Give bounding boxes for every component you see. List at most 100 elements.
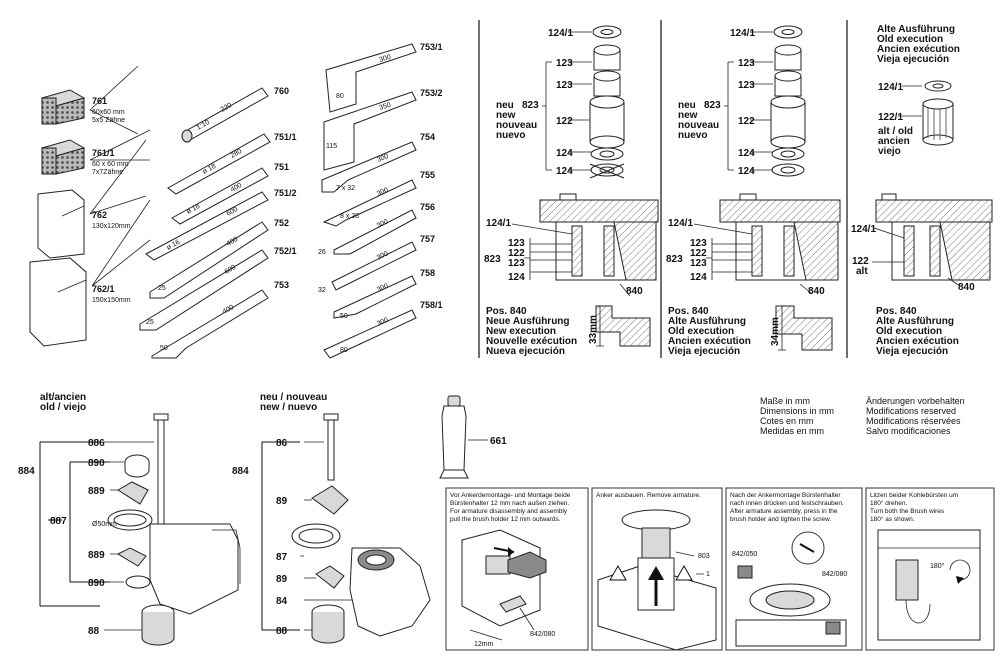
ref-762: 762 <box>92 210 107 220</box>
svg-text:new: new <box>496 110 516 121</box>
bushing-tool-761-1 <box>40 139 86 175</box>
svg-text:Änderungen vorbehalten: Änderungen vorbehalten <box>866 396 965 406</box>
instruction-panel-1: Vor Ankerdemontage- und Montage beide Bü… <box>445 487 589 651</box>
svg-text:1: 1 <box>706 571 710 578</box>
svg-text:89: 89 <box>276 574 288 585</box>
svg-text:124: 124 <box>690 272 707 283</box>
svg-text:803: 803 <box>698 553 710 560</box>
tool-755: 300 8 x 28 <box>322 179 417 227</box>
svg-text:124: 124 <box>556 166 573 177</box>
svg-text:alt / old: alt / old <box>878 126 913 137</box>
svg-text:122: 122 <box>508 248 525 259</box>
svg-text:32: 32 <box>318 287 326 294</box>
svg-text:nouveau: nouveau <box>496 120 537 131</box>
svg-text:123: 123 <box>508 258 525 269</box>
svg-text:124/1: 124/1 <box>851 224 876 235</box>
svg-text:ancien: ancien <box>878 136 910 147</box>
svg-text:Pos. 840: Pos. 840 <box>486 306 527 317</box>
tamper-plate-762-1 <box>29 257 87 347</box>
svg-text:50: 50 <box>160 345 168 352</box>
tool-753: 400 50 <box>151 289 269 359</box>
ref-752-1: 752/1 <box>274 246 297 256</box>
ref-751-1: 751/1 <box>274 132 297 142</box>
svg-text:Alte Ausführung: Alte Ausführung <box>877 24 955 35</box>
svg-text:300: 300 <box>376 250 390 261</box>
svg-text:886: 886 <box>88 438 105 449</box>
svg-text:Bürstenhalter 12 mm nach außen: Bürstenhalter 12 mm nach außen ziehen. <box>450 500 569 507</box>
tool-753-2: 350 115 <box>323 91 417 171</box>
tool-752-1: 600 25 <box>139 249 269 331</box>
svg-text:88: 88 <box>88 626 100 637</box>
svg-text:old / viejo: old / viejo <box>40 402 86 413</box>
svg-text:180° as shown.: 180° as shown. <box>870 515 915 523</box>
svg-text:124/1: 124/1 <box>668 218 693 229</box>
svg-text:nach innen drücken und festsch: nach innen drücken und festschrauben. <box>730 500 844 507</box>
tool-756: 300 26 <box>318 209 417 256</box>
svg-text:123: 123 <box>690 258 707 269</box>
svg-text:887: 887 <box>50 516 67 527</box>
ref-753-2: 753/2 <box>420 88 443 98</box>
svg-text:Modifications réservées: Modifications réservées <box>866 416 961 426</box>
svg-text:123: 123 <box>738 58 755 69</box>
svg-text:new: new <box>678 110 698 121</box>
ref-761-1: 761/1 <box>92 148 115 158</box>
ref-762-1: 762/1 <box>92 284 115 294</box>
teeth-761-1: 7x7Zähne <box>92 169 123 176</box>
svg-text:86: 86 <box>276 438 288 449</box>
tool-752: 400 25 <box>149 221 269 299</box>
ref-751-2: 751/2 <box>274 188 297 198</box>
svg-text:300: 300 <box>376 153 390 164</box>
svg-text:300: 300 <box>376 218 390 229</box>
bushing-tool-761 <box>40 89 86 125</box>
svg-text:Modifications reserved: Modifications reserved <box>866 406 956 416</box>
svg-text:842/080: 842/080 <box>822 571 847 578</box>
ref-755: 755 <box>420 170 435 180</box>
tool-753-1: 300 80 <box>325 43 417 113</box>
svg-text:Vor Ankerdemontage- und Montag: Vor Ankerdemontage- und Montage beide <box>450 492 571 499</box>
bearing-new-section: 124/1 123 123 122 124 124 823 neu new no… <box>484 25 659 357</box>
svg-text:Dimensions in mm: Dimensions in mm <box>760 406 834 416</box>
handle-old-section: alt/ancien old / viejo 884 887 886 890 8… <box>18 392 241 646</box>
svg-text:viejo: viejo <box>878 146 901 157</box>
svg-text:Nouvelle exécution: Nouvelle exécution <box>486 336 577 347</box>
svg-text:123: 123 <box>738 80 755 91</box>
bearing-oldest-section: Alte Ausführung Old execution Ancien exé… <box>851 24 993 357</box>
svg-text:For armature disassembly and a: For armature disassembly and assembly <box>450 508 568 515</box>
svg-text:Vieja ejecución: Vieja ejecución <box>876 346 948 357</box>
svg-text:300: 300 <box>376 283 390 294</box>
svg-text:Vieja ejecución: Vieja ejecución <box>668 346 740 357</box>
svg-text:Neue Ausführung: Neue Ausführung <box>486 316 570 327</box>
svg-text:80: 80 <box>336 93 344 100</box>
instruction-panel-2: Anker ausbauen. Remove armature. 803 1 <box>591 487 723 651</box>
teeth-761: 5x5 Zähne <box>92 117 125 124</box>
svg-text:Alte Ausführung: Alte Ausführung <box>668 316 746 327</box>
svg-text:123: 123 <box>556 80 573 91</box>
chisels-section: 761 60x60 mm 5x5 Zähne 761/1 60 x 60 mm … <box>29 42 443 359</box>
tool-760: 220 1:10 <box>181 87 269 143</box>
svg-text:280: 280 <box>230 148 244 160</box>
svg-text:alt/ancien: alt/ancien <box>40 392 86 403</box>
svg-text:84: 84 <box>276 596 288 607</box>
svg-text:124: 124 <box>508 272 525 283</box>
ref-753: 753 <box>274 280 289 290</box>
ref-753-1: 753/1 <box>420 42 443 52</box>
instruction-panel-4: Litzen beider Kohlebürsten um 180° drehe… <box>865 487 995 651</box>
ref-757: 757 <box>420 234 435 244</box>
svg-text:123: 123 <box>508 238 525 249</box>
svg-text:823: 823 <box>522 100 539 111</box>
svg-text:124/1: 124/1 <box>548 28 573 39</box>
svg-text:124/1: 124/1 <box>878 82 903 93</box>
svg-text:842/050: 842/050 <box>732 551 757 558</box>
svg-text:88: 88 <box>276 626 288 637</box>
svg-text:123: 123 <box>556 58 573 69</box>
size-761-1: 60 x 60 mm <box>92 161 129 168</box>
svg-text:Ø50mm: Ø50mm <box>92 521 117 528</box>
svg-text:Nach der Ankermontage Bürstenh: Nach der Ankermontage Bürstenhalter <box>730 492 841 499</box>
svg-text:Old execution: Old execution <box>668 326 734 337</box>
svg-text:124: 124 <box>556 148 573 159</box>
svg-text:50: 50 <box>340 313 348 320</box>
svg-text:889: 889 <box>88 550 105 561</box>
svg-text:neu: neu <box>678 100 696 111</box>
svg-text:New execution: New execution <box>486 326 556 337</box>
